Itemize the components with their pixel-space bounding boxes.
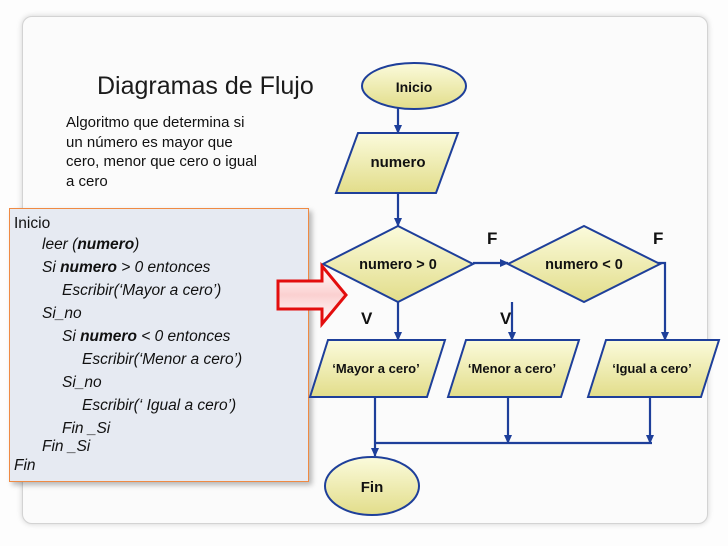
decision-greater-than-zero bbox=[320, 224, 476, 304]
output-igual bbox=[586, 339, 721, 398]
slide-title: Diagramas de Flujo bbox=[97, 72, 314, 100]
pseudo-line: Escribir(‘Menor a cero’) bbox=[82, 351, 243, 368]
description-line: un número es mayor que bbox=[66, 133, 233, 151]
pseudo-line: Escribir(‘ Igual a cero’) bbox=[82, 397, 237, 414]
pseudo-line: Inicio bbox=[14, 215, 51, 232]
output-mayor-label: ‘Mayor a cero’ bbox=[332, 361, 419, 376]
description-line: cero, menor que cero o igual bbox=[66, 153, 257, 170]
start-terminal bbox=[361, 62, 467, 110]
description-line: a cero bbox=[66, 172, 108, 190]
output-mayor bbox=[308, 339, 447, 398]
true-label-decision2: V bbox=[500, 309, 512, 328]
pseudo-text: Si bbox=[42, 259, 61, 276]
output-menor-label: ‘Menor a cero’ bbox=[468, 361, 556, 376]
algorithm-description: Algoritmo que determina si un número es … bbox=[66, 113, 311, 191]
pseudo-line: Fin _Si bbox=[42, 438, 91, 455]
pseudo-text: > 0 entonces bbox=[116, 259, 211, 276]
pseudo-line: Si_no bbox=[42, 305, 82, 322]
false-label-decision1: F bbox=[487, 229, 497, 248]
end-terminal bbox=[324, 456, 420, 516]
pseudo-line: Fin _Si bbox=[62, 420, 111, 437]
pointer-arrow bbox=[276, 261, 348, 329]
pseudo-variable: numero bbox=[60, 259, 117, 276]
pseudo-text: Si bbox=[62, 328, 81, 345]
pseudo-line: Si numero < 0 entonces bbox=[62, 327, 230, 346]
pseudo-line: Escribir(‘Mayor a cero’) bbox=[62, 282, 222, 299]
output-igual-label: ‘Igual a cero’ bbox=[612, 361, 691, 376]
pseudo-text: ) bbox=[134, 236, 140, 253]
pseudo-variable: numero bbox=[77, 236, 135, 253]
pseudo-line: Si numero > 0 entonces bbox=[42, 258, 210, 277]
pseudo-line: Fin bbox=[14, 457, 36, 474]
decision-less-than-zero bbox=[505, 224, 663, 304]
pseudo-text: < 0 entonces bbox=[136, 328, 231, 345]
false-label-decision2: F bbox=[653, 229, 663, 248]
description-line: Algoritmo que determina si bbox=[66, 114, 245, 131]
output-menor bbox=[446, 339, 581, 398]
pseudo-line: leer (numero) bbox=[42, 235, 139, 254]
connectors bbox=[371, 98, 669, 457]
arrow-decision2-false bbox=[654, 261, 669, 341]
input-label: numero bbox=[370, 154, 425, 171]
input-parallelogram bbox=[334, 132, 460, 194]
pseudo-line: Si_no bbox=[62, 374, 102, 391]
pseudo-variable: numero bbox=[80, 328, 137, 345]
end-label: Fin bbox=[361, 479, 384, 496]
pseudo-text: leer ( bbox=[42, 236, 78, 253]
decision1-label: numero > 0 bbox=[359, 257, 437, 273]
start-label: Inicio bbox=[396, 79, 433, 95]
decision2-label: numero < 0 bbox=[545, 257, 623, 273]
true-label-decision1: V bbox=[361, 309, 373, 328]
pseudocode-box: Inicio leer (numero) Si numero > 0 enton… bbox=[9, 208, 309, 482]
